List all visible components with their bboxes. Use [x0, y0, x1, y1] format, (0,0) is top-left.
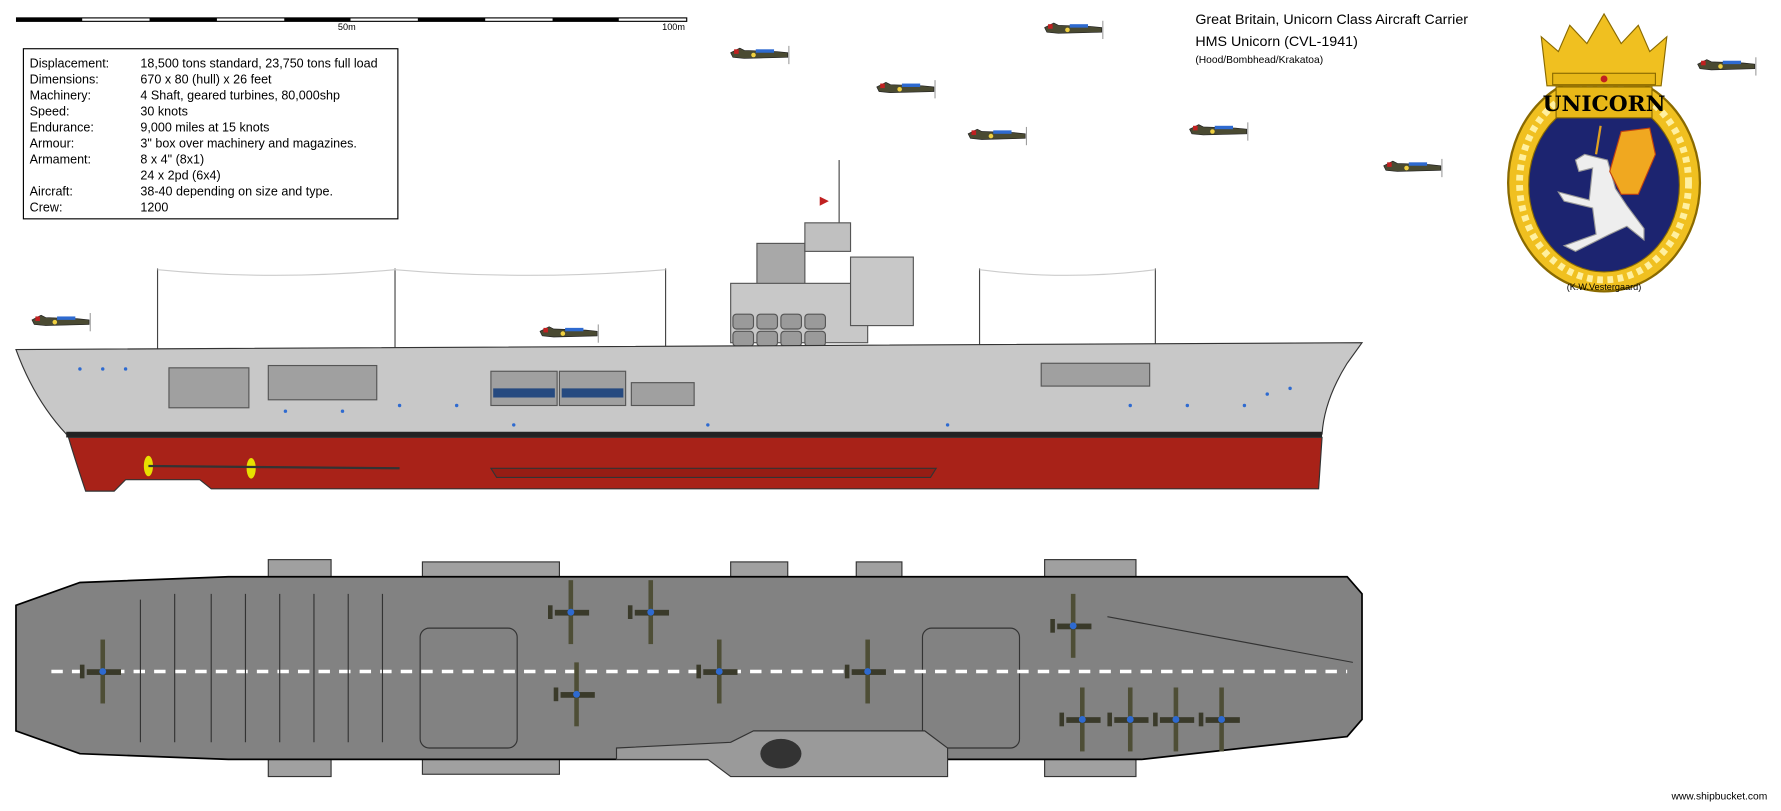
- title-line1: Great Britain, Unicorn Class Aircraft Ca…: [1195, 12, 1468, 28]
- spec-label: Endurance:: [30, 121, 94, 135]
- plane-in-flight: [31, 312, 91, 332]
- plane-in-flight: [1189, 121, 1249, 142]
- spec-label: Machinery:: [30, 89, 91, 103]
- scale-label-50m: 50m: [338, 22, 356, 32]
- spec-label: Dimensions:: [30, 73, 99, 87]
- spec-value: 1200: [140, 200, 168, 214]
- specs-table: Displacement: 18,500 tons standard, 23,7…: [22, 48, 399, 220]
- scale-bar: 50m 100m: [15, 17, 688, 32]
- plane-in-flight: [730, 45, 790, 65]
- plane-in-flight: [1044, 20, 1104, 40]
- spec-value: 30 knots: [140, 105, 187, 119]
- spec-value: 670 x 80 (hull) x 26 feet: [140, 73, 272, 87]
- spec-value: 4 Shaft, geared turbines, 80,000shp: [140, 89, 340, 103]
- ensign-flag-icon: [819, 196, 829, 206]
- badge-name: UNICORN: [1543, 92, 1666, 117]
- spec-value: 38-40 depending on size and type.: [140, 184, 333, 198]
- flight-deck-plan: [15, 559, 1363, 778]
- spec-label: Aircraft:: [30, 184, 73, 198]
- crown-icon: [1540, 12, 1668, 87]
- site-credit: www.shipbucket.com: [1670, 791, 1767, 802]
- scale-label-100m: 100m: [662, 22, 685, 32]
- spec-label: Speed:: [30, 105, 70, 119]
- spec-value: 9,000 miles at 15 knots: [140, 121, 269, 135]
- title-line2: HMS Unicorn (CVL-1941): [1195, 34, 1358, 50]
- spec-label: Crew:: [30, 200, 63, 214]
- plane-in-flight: [1697, 56, 1757, 77]
- ship-badge: UNICORN: [1506, 12, 1702, 293]
- spec-value: 8 x 4" (8x1): [140, 152, 204, 166]
- plane-in-flight: [876, 79, 936, 99]
- plane-in-flight: [1383, 158, 1443, 178]
- spec-value: 3" box over machinery and magazines.: [140, 136, 356, 150]
- ship-side-profile: [15, 160, 1364, 492]
- badge-credit: (K.W.Vestergaard): [1567, 282, 1642, 292]
- title-line3: (Hood/Bombhead/Krakatoa): [1195, 55, 1323, 66]
- unicorn-icon: [1557, 125, 1657, 253]
- spec-value: 18,500 tons standard, 23,750 tons full l…: [140, 57, 377, 71]
- island-superstructure: [730, 196, 914, 347]
- spec-label: Displacement:: [30, 57, 110, 71]
- spec-value: 24 x 2pd (6x4): [140, 168, 220, 182]
- plane-in-flight: [967, 126, 1027, 146]
- spec-label: Armour:: [30, 136, 75, 150]
- plane-on-deck-side: [539, 323, 599, 344]
- spec-label: Armament:: [30, 152, 91, 166]
